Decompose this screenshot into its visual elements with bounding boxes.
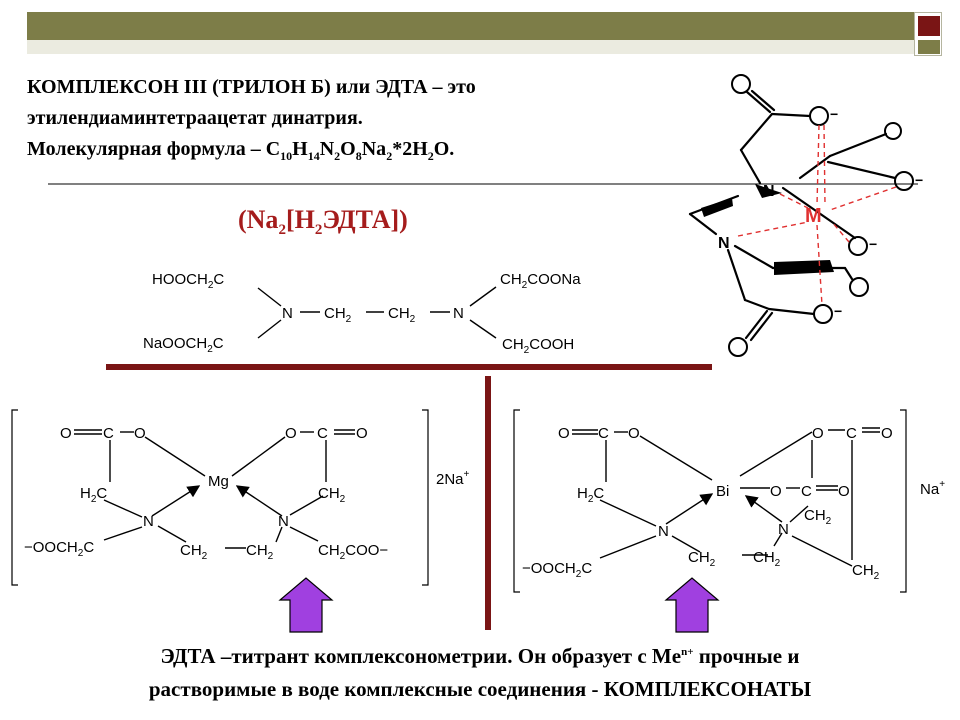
mg-ch2-right: CH2 — [318, 485, 346, 505]
mg-o-left-2: O — [134, 425, 146, 442]
mg-c-right: C — [317, 425, 328, 442]
chelate-metal: M — [805, 205, 822, 227]
bi-o-mid: O — [770, 483, 782, 500]
corner-square-red — [918, 16, 940, 36]
chelate-minus-4: − — [834, 303, 842, 319]
chelate-n-bottom: N — [718, 235, 730, 252]
ch2cooh-label: CH2COOH — [502, 336, 574, 356]
bi-c-left: C — [598, 425, 609, 442]
corner-frame — [914, 12, 942, 56]
header-bar — [27, 12, 914, 40]
intro-line-2: этилендиаминтетраацетат динатрия. — [27, 107, 363, 129]
bi-n-right: N — [778, 521, 789, 538]
bi-o-left-2: O — [628, 425, 640, 442]
chelate-minus-2: − — [915, 172, 923, 188]
bi-ooch2c: −OOCH2C — [522, 560, 592, 580]
footer-line-2: растворимые в воде комплексные соединени… — [148, 677, 812, 701]
chelate-n-top: N — [763, 183, 775, 200]
bi-o-left-1: O — [558, 425, 570, 442]
footer-text: ЭДТА –титрант комплексонометрии. Он обра… — [30, 640, 930, 706]
arrow-up-left — [278, 577, 334, 633]
mg-ch2-b: CH2 — [246, 542, 274, 562]
bi-metal: Bi — [716, 483, 729, 500]
mg-c-left: C — [103, 425, 114, 442]
n-right: N — [453, 305, 464, 322]
mg-ooch2c: −OOCH2C — [24, 539, 94, 559]
mg-o-right-1: O — [285, 425, 297, 442]
chelate-3d: N N M − − − − — [688, 74, 923, 357]
mg-n-left: N — [143, 513, 154, 530]
mg-metal: Mg — [208, 473, 229, 490]
bi-h2c-left: H2C — [577, 485, 604, 505]
bi-ch2-lower: CH2 — [852, 562, 880, 582]
mg-h2c-left: H2C — [80, 485, 107, 505]
mg-n-right: N — [278, 513, 289, 530]
ch2-b: CH2 — [388, 305, 416, 325]
mg-complex: O C O O C O Mg H2C CH2 N N −OOCH2C CH2 C… — [11, 409, 470, 586]
footer-line-1: ЭДТА –титрант комплексонометрии. Он обра… — [160, 644, 800, 668]
corner-square-olive — [918, 40, 940, 54]
bi-c-right: C — [846, 425, 857, 442]
mg-o-left-1: O — [60, 425, 72, 442]
bi-n-left: N — [658, 523, 669, 540]
chelate-minus-1: − — [830, 106, 838, 122]
bi-ch2-b: CH2 — [753, 549, 781, 569]
header-bar-light — [27, 40, 914, 54]
bi-o-right-2: O — [881, 425, 893, 442]
chelate-minus-3: − — [869, 236, 877, 252]
molecular-formula: Молекулярная формула – C10H14N2O8Na2*2H2… — [27, 138, 455, 163]
intro-text: КОМПЛЕКСОН III (ТРИЛОН Б) или ЭДТА – это… — [27, 72, 667, 165]
salt-formula: (Na2[H2ЭДТА]) — [238, 205, 408, 239]
naooch2c-label: NaOOCH2C — [143, 335, 224, 355]
edta-structure: HOOCH2C NaOOCH2C N CH2 CH2 N CH2COONa CH… — [143, 271, 581, 356]
edta-bonds — [257, 286, 497, 339]
ch2-a: CH2 — [324, 305, 352, 325]
bi-complex: O C O O C O Bi O C O H2C CH2 N N −OOCH2C… — [513, 409, 945, 593]
intro-line-1: КОМПЛЕКСОН III (ТРИЛОН Б) или ЭДТА – это — [27, 76, 476, 98]
bi-ch2-upper: CH2 — [804, 507, 832, 527]
bi-o-mid-2: O — [838, 483, 850, 500]
mg-o-right-2: O — [356, 425, 368, 442]
ch2coona-label: CH2COONa — [500, 271, 581, 291]
bi-ch2-a: CH2 — [688, 549, 716, 569]
bi-o-right-1: O — [812, 425, 824, 442]
bi-c-mid: C — [801, 483, 812, 500]
mg-ch2-a: CH2 — [180, 542, 208, 562]
hooch2c-label: HOOCH2C — [152, 271, 224, 291]
bi-counter-ion: Na+ — [920, 479, 945, 498]
n-left: N — [282, 305, 293, 322]
arrow-up-right — [664, 577, 720, 633]
mg-counter-ion: 2Na+ — [436, 469, 470, 488]
mg-ch2coo: CH2COO− — [318, 542, 388, 562]
